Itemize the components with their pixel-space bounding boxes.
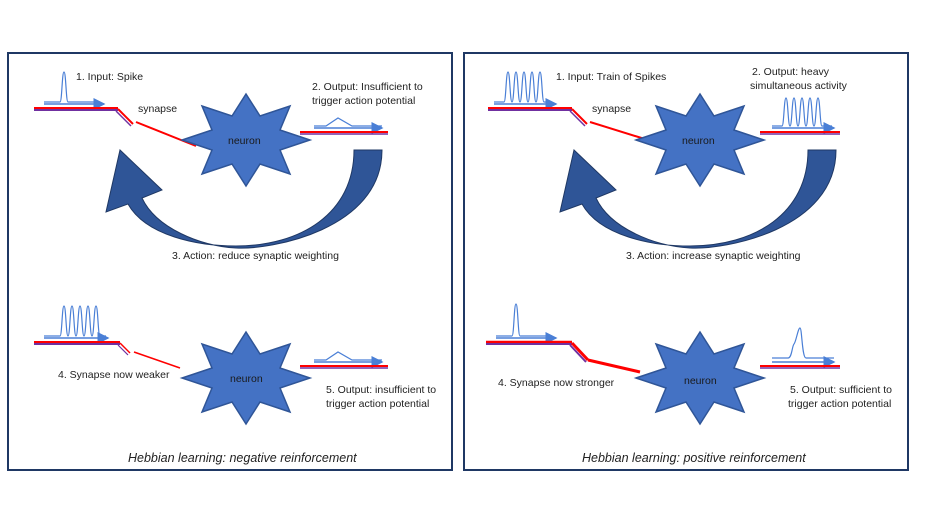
neg-step2-line2: trigger action potential — [312, 95, 415, 107]
pos-step1-label: 1. Input: Train of Spikes — [556, 71, 666, 83]
pos-input-spike-train — [494, 71, 558, 110]
pos-feedback-arrow — [559, 149, 837, 249]
neg-step1-label: 1. Input: Spike — [76, 71, 143, 83]
pos-step2-line1: 2. Output: heavy — [752, 66, 830, 78]
neg-input-spike — [44, 71, 106, 110]
pos-step3-label: 3. Action: increase synaptic weighting — [626, 250, 801, 262]
neg-output-signal-bottom — [300, 351, 388, 369]
pos-step5-line1: 5. Output: sufficient to — [790, 384, 892, 396]
negative-panel-frame — [7, 52, 453, 471]
neg-feedback-arrow — [105, 149, 383, 249]
pos-output-spike-train — [760, 97, 840, 135]
neg-step2-line1: 2. Output: Insufficient to — [312, 81, 423, 93]
positive-panel-frame — [463, 52, 909, 471]
pos-caption: Hebbian learning: positive reinforcement — [582, 451, 806, 465]
pos-synapse-label: synapse — [592, 103, 631, 115]
pos-neuron-bottom-label: neuron — [684, 375, 717, 387]
pos-step4-label: 4. Synapse now stronger — [498, 377, 615, 389]
pos-input-axon — [488, 107, 588, 127]
neg-input-axon — [34, 107, 134, 127]
neg-step3-label: 3. Action: reduce synaptic weighting — [172, 250, 339, 262]
pos-strong-axon — [486, 340, 641, 374]
neg-step4-label: 4. Synapse now weaker — [58, 369, 170, 381]
neg-output-signal — [300, 117, 388, 135]
pos-dendrite — [589, 121, 649, 141]
neg-step5-line1: 5. Output: insufficient to — [326, 384, 436, 396]
neg-neuron-top-label: neuron — [228, 135, 261, 147]
pos-output-action-potential — [760, 327, 840, 369]
neg-step5-line2: trigger action potential — [326, 398, 429, 410]
neg-synapse-label: synapse — [138, 103, 177, 115]
neg-neuron-bottom-label: neuron — [230, 373, 263, 385]
pos-step2-line2: simultaneous activity — [750, 80, 848, 92]
pos-step5-line2: trigger action potential — [788, 398, 891, 410]
pos-input-single-spike — [496, 303, 558, 344]
pos-neuron-top-label: neuron — [682, 135, 715, 147]
neg-spike-train — [44, 305, 110, 344]
neg-caption: Hebbian learning: negative reinforcement — [128, 451, 357, 465]
neg-weak-axon — [34, 341, 181, 369]
